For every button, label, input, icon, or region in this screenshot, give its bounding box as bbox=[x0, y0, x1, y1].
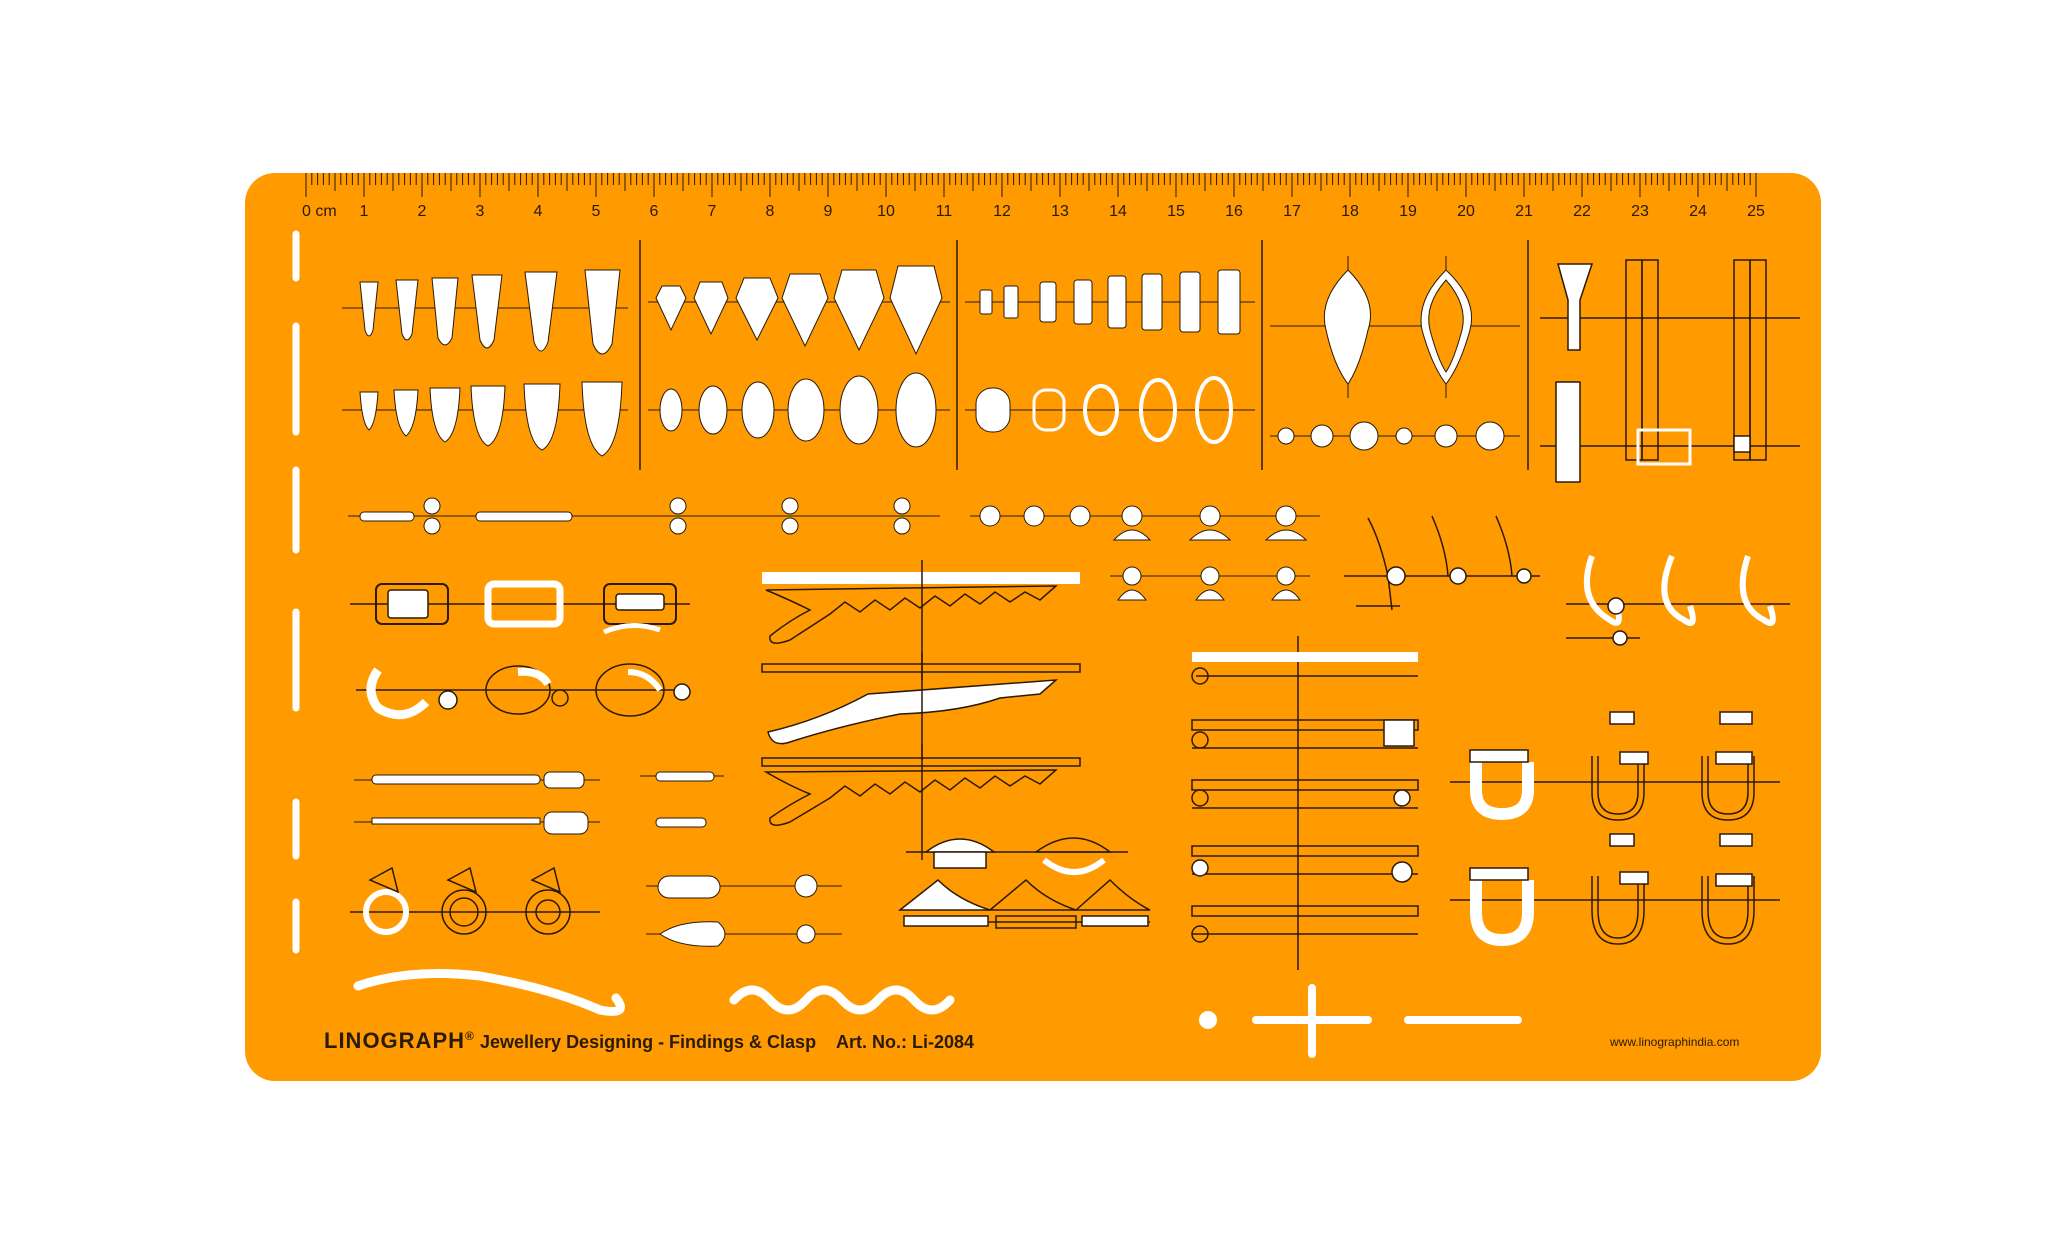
ruler-number: 14 bbox=[1109, 203, 1127, 220]
ruler-number: 11 bbox=[936, 203, 953, 220]
ruler-number: 7 bbox=[708, 203, 717, 220]
ruler-number: 13 bbox=[1051, 203, 1069, 220]
head-pin-cutouts bbox=[354, 771, 724, 835]
jump-ring-cutouts bbox=[350, 866, 600, 935]
ruler-number: 4 bbox=[534, 203, 543, 220]
ruler-number: 10 bbox=[877, 203, 895, 220]
ruler-number: 25 bbox=[1747, 203, 1765, 220]
article-number: Art. No.: Li-2084 bbox=[836, 1032, 974, 1052]
box-clasp-cutouts bbox=[350, 580, 690, 635]
stencil-plate bbox=[245, 173, 1821, 1081]
lever-back-cutouts bbox=[1566, 554, 1790, 646]
ruler-unit-label: 0 cm bbox=[302, 203, 337, 220]
tube-bar-cutouts bbox=[965, 269, 1255, 444]
website-url: www.linographindia.com bbox=[1609, 1035, 1739, 1049]
ruler-ticks bbox=[305, 173, 1757, 197]
ruler-number: 12 bbox=[993, 203, 1011, 220]
ruler-number: 16 bbox=[1225, 203, 1243, 220]
stud-post-cutouts bbox=[970, 505, 1320, 601]
ruler-number: 8 bbox=[766, 203, 775, 220]
footer: LINOGRAPH® Jewellery Designing - Finding… bbox=[324, 1028, 1739, 1053]
ruler-number: 5 bbox=[592, 203, 601, 220]
bead-cap-cutouts bbox=[897, 837, 1151, 929]
ruler-number: 18 bbox=[1341, 203, 1359, 220]
ear-hook-cutouts bbox=[1344, 515, 1540, 611]
ruler-number: 17 bbox=[1283, 203, 1301, 220]
ruler-number: 3 bbox=[476, 203, 485, 220]
wire-curve-cutouts bbox=[353, 969, 955, 1016]
dot-cross-line-cutouts bbox=[1199, 984, 1522, 1058]
rivet-cutouts bbox=[1270, 256, 1520, 451]
teardrop-cone-cutouts bbox=[342, 269, 628, 457]
ruler-number: 1 bbox=[360, 203, 369, 220]
barrel-clasp-cutouts bbox=[1191, 636, 1419, 970]
brand-logo: LINOGRAPH® bbox=[324, 1028, 475, 1053]
ruler-number: 15 bbox=[1167, 203, 1185, 220]
bail-cutouts bbox=[646, 874, 842, 947]
ruler-number: 22 bbox=[1573, 203, 1591, 220]
registered-mark: ® bbox=[465, 1029, 475, 1043]
ruler-number: 19 bbox=[1399, 203, 1417, 220]
crocodile-clip-cutouts bbox=[761, 560, 1081, 860]
faceted-drop-cutouts bbox=[648, 265, 950, 448]
pin-bar-cutouts bbox=[348, 497, 940, 535]
ruler-number: 9 bbox=[824, 203, 833, 220]
tension-clip-cutouts bbox=[1540, 259, 1800, 483]
ruler-number: 2 bbox=[418, 203, 427, 220]
lobster-clasp-cutouts bbox=[356, 663, 691, 720]
ruler-number: 20 bbox=[1457, 203, 1475, 220]
ruler-number: 6 bbox=[650, 203, 659, 220]
product-title: Jewellery Designing - Findings & Clasp bbox=[480, 1032, 816, 1052]
ruler-number: 24 bbox=[1689, 203, 1707, 220]
ruler-number: 23 bbox=[1631, 203, 1649, 220]
section-dividers bbox=[639, 240, 1529, 470]
horseshoe-clasp-cutouts bbox=[1450, 711, 1780, 947]
ruler-number: 21 bbox=[1515, 203, 1533, 220]
